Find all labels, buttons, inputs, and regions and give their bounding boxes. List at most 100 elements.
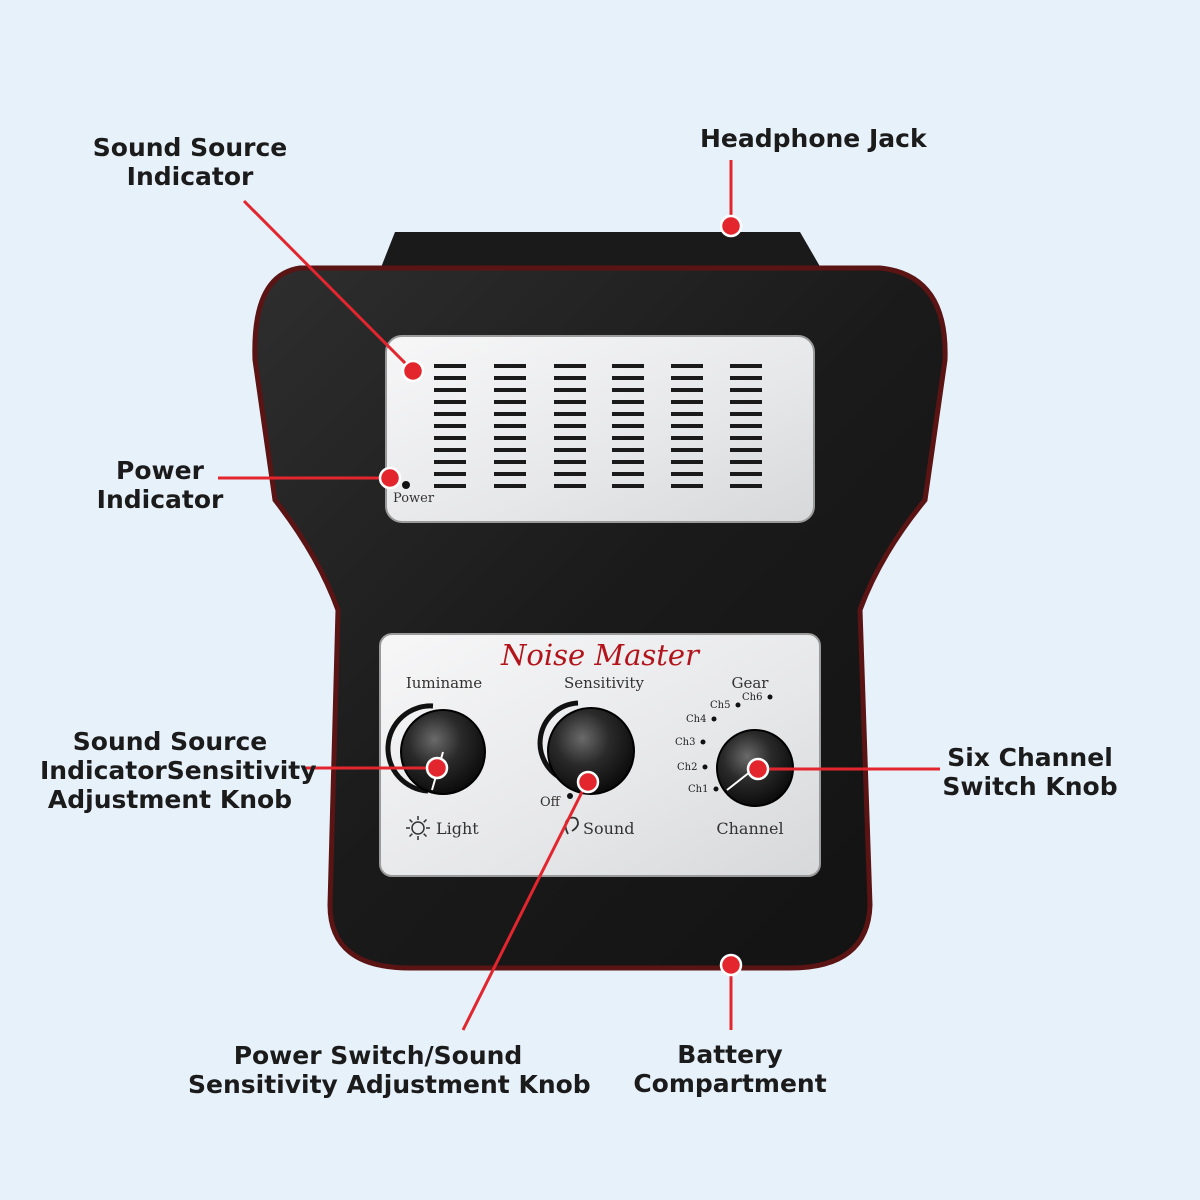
led-segment [494, 472, 526, 476]
led-segment [671, 400, 703, 404]
brand-logo: Noise Master [500, 638, 701, 672]
leader-sound-source-indicator [242, 199, 414, 372]
off-label: Off [540, 795, 562, 810]
led-segment [434, 484, 466, 488]
control-panel: Noise Master Iuminame Sensitivity Gear O… [379, 633, 821, 877]
led-segment [554, 364, 586, 368]
channel-dot-5 [735, 702, 741, 708]
channel-dot-4 [711, 716, 717, 722]
led-segment [730, 484, 762, 488]
led-segment [730, 460, 762, 464]
led-segment [671, 412, 703, 416]
channel-label-4: Ch4 [686, 714, 706, 725]
callout-line: Switch Knob [942, 772, 1118, 801]
led-segment [730, 412, 762, 416]
off-dot [567, 793, 573, 799]
callout-headphone-jack: Headphone Jack [700, 124, 927, 153]
led-segment [612, 484, 644, 488]
led-segment [612, 412, 644, 416]
channel-label: Channel [716, 819, 783, 838]
dot-sensitivity-knob [425, 756, 449, 780]
leader-power-switch-knob [461, 781, 589, 1031]
sensitivity-knob[interactable] [547, 707, 635, 795]
led-segment [434, 448, 466, 452]
callout-line: Battery [677, 1040, 783, 1069]
led-segment [554, 460, 586, 464]
indicator-panel: Power [385, 335, 815, 523]
led-segment [494, 376, 526, 380]
dot-power-indicator [378, 466, 402, 490]
callout-power-switch-knob: Power Switch/Sound Sensitivity Adjustmen… [188, 1041, 591, 1099]
led-segment [612, 448, 644, 452]
headphone-jack-housing [380, 232, 822, 270]
led-segment [494, 424, 526, 428]
channel-dot-6 [767, 694, 773, 700]
led-segment [612, 436, 644, 440]
callout-line: Headphone Jack [700, 124, 927, 153]
sun-icon [406, 816, 430, 840]
led-segment [730, 436, 762, 440]
led-segment [494, 484, 526, 488]
led-segment [671, 472, 703, 476]
led-segment [494, 448, 526, 452]
led-segment [434, 472, 466, 476]
callout-sensitivity-knob: Sound Source IndicatorSensitivity Adjust… [40, 727, 317, 814]
channel-label-5: Ch5 [710, 700, 730, 711]
dot-sound-source-indicator [401, 359, 425, 383]
channel-label-1: Ch1 [688, 784, 708, 795]
channel-label-6: Ch6 [742, 692, 762, 703]
led-segment [730, 376, 762, 380]
channel-labels: Ch1 Ch2 Ch3 Ch4 Ch5 Ch6 [675, 692, 773, 795]
led-segment [494, 460, 526, 464]
callout-line: Sound Source [72, 727, 268, 756]
led-segment [434, 388, 466, 392]
led-segment [434, 400, 466, 404]
led-segment [494, 388, 526, 392]
led-segment [612, 364, 644, 368]
led-segment [494, 412, 526, 416]
dot-power-switch-knob [576, 770, 600, 794]
led-segment [730, 364, 762, 368]
led-segment [494, 400, 526, 404]
callout-line: Compartment [633, 1069, 827, 1098]
led-segment [671, 388, 703, 392]
dot-battery-compartment [719, 953, 743, 977]
callout-line: Six Channel [947, 743, 1113, 772]
led-segment [671, 364, 703, 368]
led-segment [434, 364, 466, 368]
light-label: Light [436, 819, 479, 838]
led-segment [554, 400, 586, 404]
led-segment [612, 376, 644, 380]
led-segment [434, 424, 466, 428]
led-segment [554, 424, 586, 428]
callout-line: Sensitivity Adjustment Knob [188, 1070, 591, 1099]
callout-line: Indicator [126, 162, 254, 191]
channel-label-3: Ch3 [675, 737, 695, 748]
led-segment [612, 388, 644, 392]
led-segment [730, 400, 762, 404]
gear-label: Gear [732, 674, 770, 692]
callout-line: Sound Source [92, 133, 288, 162]
led-bar-array [434, 364, 762, 488]
leader-dots [378, 214, 770, 977]
channel-label-2: Ch2 [677, 762, 697, 773]
channel-dot-2 [702, 764, 708, 770]
led-segment [671, 460, 703, 464]
led-segment [554, 484, 586, 488]
led-segment [612, 400, 644, 404]
sound-label: Sound [583, 819, 634, 838]
callout-line: Indicator [96, 485, 224, 514]
led-segment [671, 376, 703, 380]
led-segment [554, 388, 586, 392]
luminance-scale-arc [385, 703, 434, 794]
led-segment [434, 376, 466, 380]
led-segment [434, 460, 466, 464]
led-segment [612, 460, 644, 464]
sensitivity-label: Sensitivity [564, 674, 644, 692]
dot-six-channel-knob [746, 757, 770, 781]
callout-battery-compartment: Battery Compartment [630, 1040, 830, 1098]
led-segment [494, 436, 526, 440]
power-label: Power [393, 491, 435, 506]
led-segment [730, 424, 762, 428]
